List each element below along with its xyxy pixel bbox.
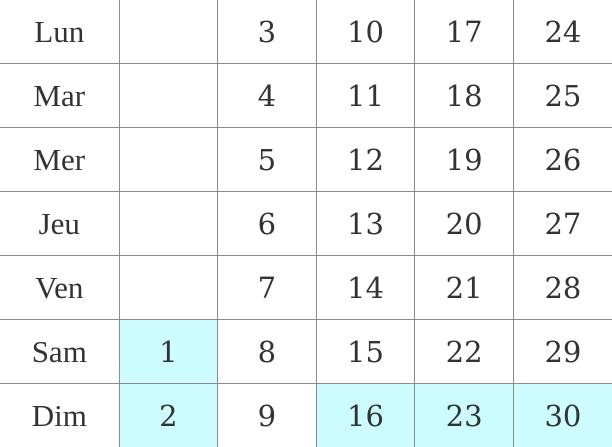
date-cell: 7: [218, 256, 317, 320]
calendar-row-ven: Ven 7 14 21 28: [0, 256, 612, 320]
day-label: Mer: [0, 128, 119, 192]
date-cell: [119, 64, 218, 128]
date-cell: 17: [415, 0, 514, 64]
date-cell: 9: [218, 384, 317, 447]
calendar-row-mer: Mer 5 12 19 26: [0, 128, 612, 192]
date-cell: 12: [316, 128, 415, 192]
calendar-row-jeu: Jeu 6 13 20 27: [0, 192, 612, 256]
date-cell: [119, 192, 218, 256]
date-cell: 30: [513, 384, 612, 447]
date-cell: 23: [415, 384, 514, 447]
calendar-row-sam: Sam 1 8 15 22 29: [0, 320, 612, 384]
day-label: Dim: [0, 384, 119, 447]
date-cell: 26: [513, 128, 612, 192]
date-cell: [119, 0, 218, 64]
day-label: Ven: [0, 256, 119, 320]
date-cell: 25: [513, 64, 612, 128]
date-cell: 24: [513, 0, 612, 64]
date-cell: 2: [119, 384, 218, 447]
calendar-row-mar: Mar 4 11 18 25: [0, 64, 612, 128]
date-cell: 3: [218, 0, 317, 64]
date-cell: 15: [316, 320, 415, 384]
date-cell: 28: [513, 256, 612, 320]
date-cell: 1: [119, 320, 218, 384]
date-cell: 11: [316, 64, 415, 128]
date-cell: 6: [218, 192, 317, 256]
date-cell: 21: [415, 256, 514, 320]
date-cell: 5: [218, 128, 317, 192]
date-cell: 29: [513, 320, 612, 384]
date-cell: [119, 256, 218, 320]
day-label: Lun: [0, 0, 119, 64]
date-cell: 10: [316, 0, 415, 64]
date-cell: 8: [218, 320, 317, 384]
date-cell: 4: [218, 64, 317, 128]
calendar-row-lun: Lun 3 10 17 24: [0, 0, 612, 64]
date-cell: 14: [316, 256, 415, 320]
day-label: Jeu: [0, 192, 119, 256]
date-cell: 19: [415, 128, 514, 192]
day-label: Mar: [0, 64, 119, 128]
calendar-row-dim: Dim 2 9 16 23 30: [0, 384, 612, 447]
date-cell: [119, 128, 218, 192]
date-cell: 13: [316, 192, 415, 256]
date-cell: 27: [513, 192, 612, 256]
date-cell: 20: [415, 192, 514, 256]
date-cell: 18: [415, 64, 514, 128]
date-cell: 22: [415, 320, 514, 384]
day-label: Sam: [0, 320, 119, 384]
date-cell: 16: [316, 384, 415, 447]
